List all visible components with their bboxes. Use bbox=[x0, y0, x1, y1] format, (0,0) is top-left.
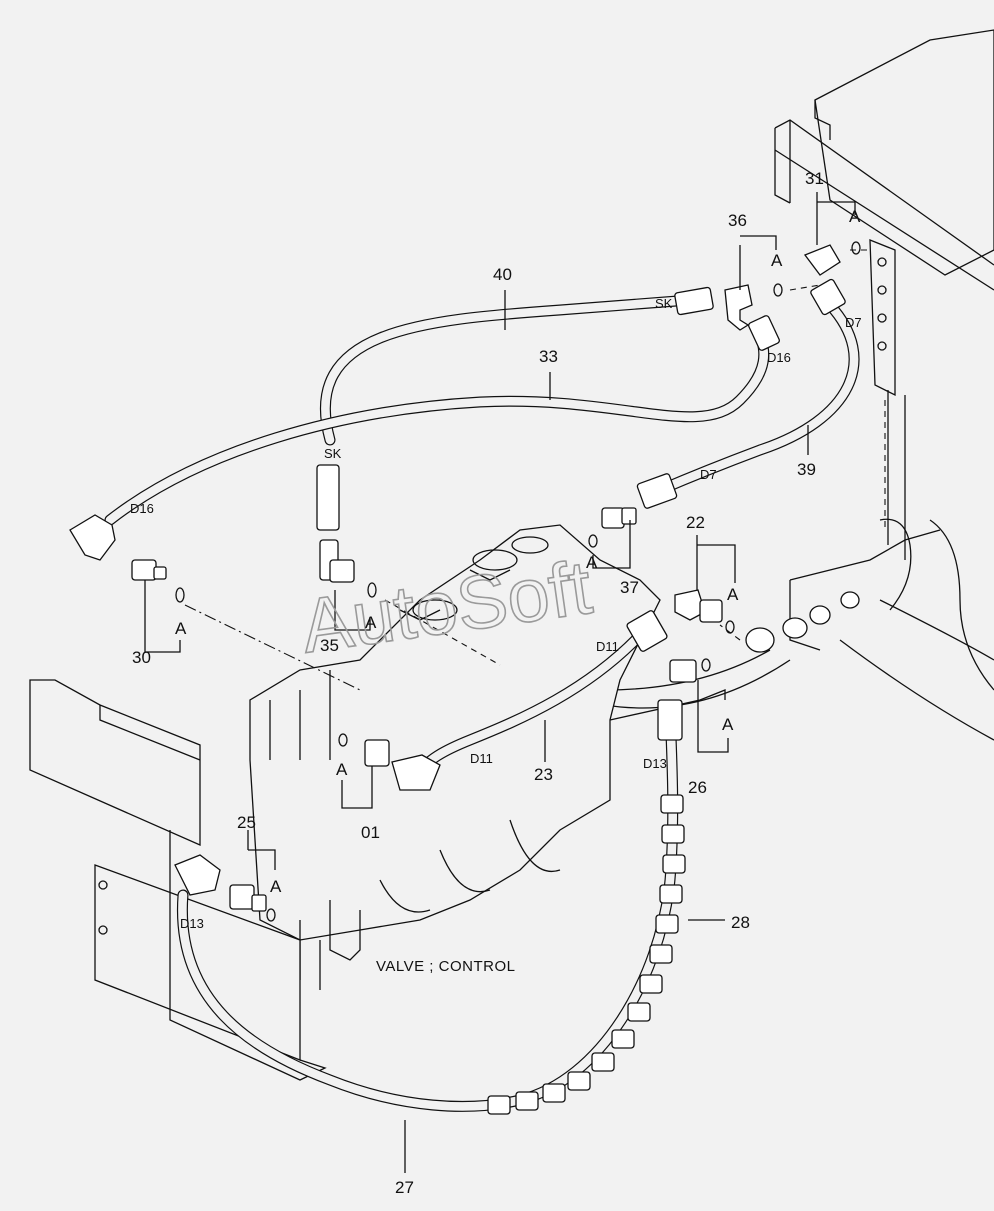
part-number-28: 28 bbox=[731, 913, 750, 932]
o-ring-label-01: A bbox=[336, 760, 348, 779]
size-tag-d16-right: D16 bbox=[767, 350, 791, 365]
leader-lines bbox=[144, 192, 856, 1173]
size-tag-d7-mid: D7 bbox=[700, 467, 717, 482]
size-tag-sk-top: SK bbox=[655, 296, 673, 311]
spiral-guard-28 bbox=[487, 794, 686, 1115]
part-number-40: 40 bbox=[493, 265, 512, 284]
fittings bbox=[69, 244, 846, 912]
diagram-title: VALVE ; CONTROL bbox=[376, 958, 515, 975]
o-ring-label-25: A bbox=[270, 877, 282, 896]
upper-frame bbox=[774, 29, 994, 560]
part-number-31: 31 bbox=[805, 169, 824, 188]
o-ring-label-30: A bbox=[175, 619, 187, 638]
o-ring-label-31: A bbox=[849, 207, 861, 226]
o-ring-label-26: A bbox=[722, 715, 734, 734]
o-ring-label-37: A bbox=[586, 553, 598, 572]
part-number-35: 35 bbox=[320, 636, 339, 655]
part-number-30: 30 bbox=[132, 648, 151, 667]
part-number-36: 36 bbox=[728, 211, 747, 230]
o-ring-labels: A A A A A A A A A bbox=[175, 207, 861, 896]
lower-right-frame bbox=[604, 518, 994, 741]
size-tag-d13-right: D13 bbox=[643, 756, 667, 771]
alignment-lines bbox=[184, 249, 886, 691]
hose-39 bbox=[654, 299, 860, 496]
o-ring-label-36: A bbox=[771, 251, 783, 270]
size-tag-d13-left: D13 bbox=[180, 916, 204, 931]
size-tag-sk-left: SK bbox=[324, 446, 342, 461]
part-number-01: 01 bbox=[361, 823, 380, 842]
control-valve-body bbox=[29, 524, 726, 1081]
part-number-23: 23 bbox=[534, 765, 553, 784]
hose-size-tags: SK D16 D7 SK D7 D16 D11 D11 D13 D13 bbox=[130, 296, 862, 931]
hose-23 bbox=[414, 624, 651, 776]
part-numbers: 40 33 36 31 39 22 37 30 35 23 26 01 25 2… bbox=[132, 169, 824, 1197]
o-ring-label-22: A bbox=[727, 585, 739, 604]
o-ring-label-35: A bbox=[365, 613, 377, 632]
size-tag-d7-top: D7 bbox=[845, 315, 862, 330]
size-tag-d11-left: D11 bbox=[470, 751, 493, 766]
port-plugs bbox=[745, 591, 860, 653]
part-number-37: 37 bbox=[620, 578, 639, 597]
part-number-25: 25 bbox=[237, 813, 256, 832]
o-rings bbox=[175, 241, 861, 922]
part-number-39: 39 bbox=[797, 460, 816, 479]
hose-33 bbox=[104, 329, 770, 526]
size-tag-d16-left: D16 bbox=[130, 501, 154, 516]
part-number-22: 22 bbox=[686, 513, 705, 532]
part-number-26: 26 bbox=[688, 778, 707, 797]
size-tag-d11-right: D11 bbox=[596, 639, 619, 654]
part-number-33: 33 bbox=[539, 347, 558, 366]
hose-40 bbox=[319, 294, 696, 446]
part-number-27: 27 bbox=[395, 1178, 414, 1197]
